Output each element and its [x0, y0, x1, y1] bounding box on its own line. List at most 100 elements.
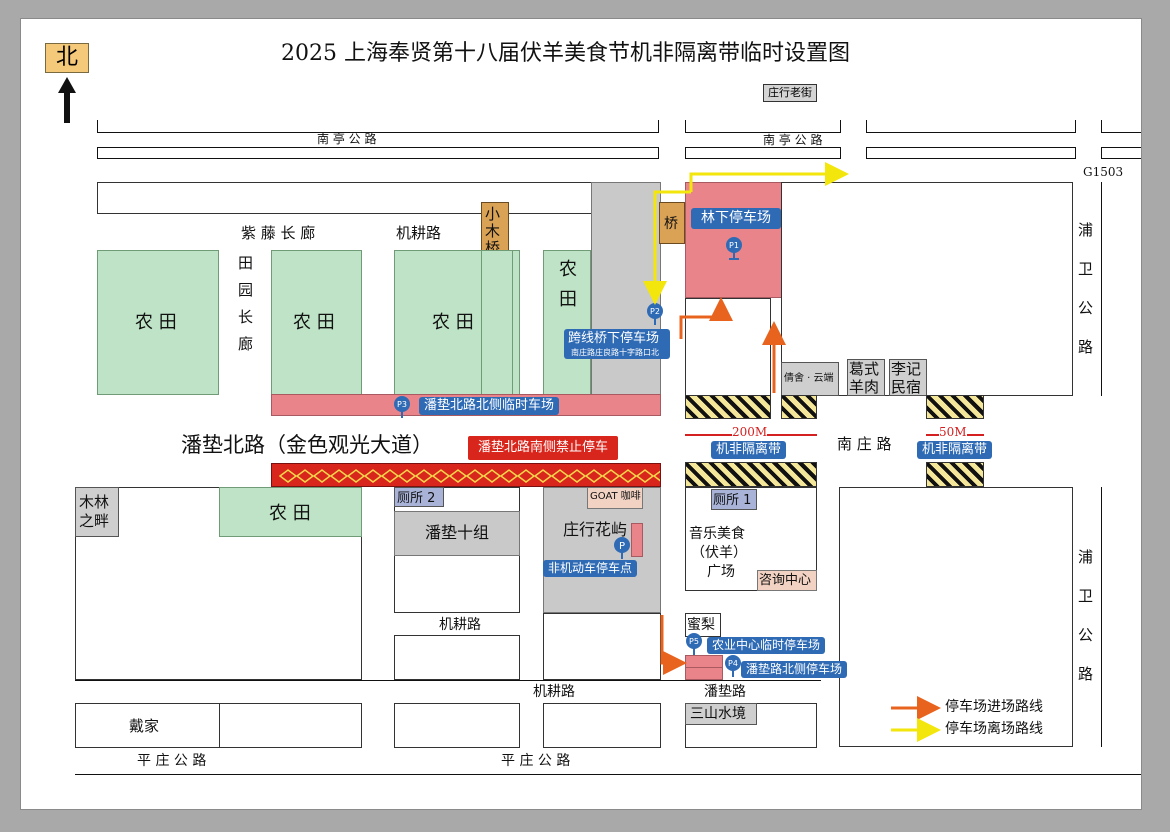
jigeng-road-mid-label: 机耕路: [439, 617, 481, 633]
mulin-label: 木林之畔: [79, 493, 110, 530]
farm-1: [97, 250, 219, 395]
p2-marker-icon: P2: [647, 303, 663, 325]
enter-route-p5: [660, 615, 687, 675]
svg-text:P2: P2: [650, 307, 660, 316]
tianyuan-label: 田园长廊: [236, 255, 254, 363]
puwei-road-line: [1101, 182, 1141, 396]
bottom-mid-block-1: [394, 703, 520, 748]
nanzhuang-road-label: 南 庄 路: [837, 435, 892, 453]
daijia-block: [75, 703, 362, 748]
nonmotor-label: 非机动车停车点: [543, 560, 638, 578]
g1503-label: G1503: [1083, 165, 1124, 179]
xiaomuqiao-label: 小木桥: [483, 206, 501, 257]
farm-5-label: 农 田: [269, 503, 311, 524]
p4-marker-icon: P4: [725, 655, 741, 677]
dim-50m-label: 50M: [939, 425, 967, 439]
farm-5: [219, 487, 362, 537]
no-parking-pattern: [278, 469, 660, 483]
panxian10-fill: [394, 511, 520, 556]
north-arrow-icon: [58, 77, 76, 123]
zhuanghang-huayu-label: 庄行花屿: [563, 520, 628, 539]
toilet1-block: [711, 489, 757, 510]
barrier-south-2: [926, 462, 984, 487]
farm-2-label: 农 田: [293, 312, 335, 333]
map-sheet: 北 2025 上海奉贤第十八届伏羊美食节机非隔离带临时设置图 庄行老街 南 亭 …: [20, 18, 1142, 810]
pingzhuang-road-left-label: 平 庄 公 路: [137, 753, 207, 769]
barrier-left-label: 机非隔离带: [711, 441, 787, 460]
no-parking-zone: [271, 463, 661, 487]
ziteng-label: 紫 藤 长 廊: [241, 224, 316, 242]
toilet2-label: 厕所 2: [397, 491, 436, 506]
miji-block: [685, 613, 721, 637]
nanting-road-east-south: [866, 147, 1076, 159]
p3-label: 潘垫北路北侧临时车场: [419, 397, 560, 416]
guangchang-label: 广场: [707, 564, 735, 580]
legend-exit-label: 停车场离场路线: [945, 721, 1043, 737]
info-center-label: 咨询中心: [759, 573, 812, 588]
svg-text:P5: P5: [689, 637, 699, 646]
route-overlay: [643, 162, 941, 742]
nanting-road-left-north: [97, 120, 659, 133]
goat-cafe-label: GOAT 咖啡: [590, 491, 641, 502]
p5-label: 农业中心临时停车场: [707, 637, 826, 655]
page-title: 2025 上海奉贤第十八届伏羊美食节机非隔离带临时设置图: [281, 41, 850, 66]
barrier-right-label: 机非隔离带: [917, 441, 993, 460]
farm-4-label: 农田: [556, 259, 577, 319]
toilet2-block: [394, 487, 444, 507]
barrier-south-1: [685, 462, 817, 487]
nanting-road-right-south: [685, 147, 841, 159]
pingzhuang-road-right-label: 平 庄 公 路: [501, 753, 571, 769]
puwei-road-south-line: [1101, 487, 1141, 747]
p5-divider: [685, 667, 723, 668]
farm-3: [394, 250, 520, 395]
svg-text:P: P: [619, 541, 625, 552]
barrier-north-1: [685, 395, 771, 419]
nanting-road-far-north: [1101, 120, 1141, 133]
upper-strip-block: [97, 182, 599, 214]
farm-3-label: 农 田: [432, 312, 474, 333]
jigeng-road-top-label: 机耕路: [396, 224, 442, 242]
toilet1-label: 厕所 1: [713, 493, 752, 508]
qiao-label: 桥: [664, 216, 678, 232]
exit-route-p1: [689, 162, 849, 192]
svg-text:P4: P4: [728, 659, 738, 668]
exit-route-p2: [643, 190, 691, 305]
enter-route-p1: [679, 297, 733, 339]
music-food-label: 音乐美食: [689, 526, 745, 542]
sanshan-label: 三山水境: [690, 706, 746, 722]
lower-mid-block-1: [394, 635, 520, 680]
nanting-road-far-south: [1101, 147, 1141, 159]
p1-label: 林下停车场: [691, 208, 781, 230]
panxian10-label: 潘垫十组: [425, 523, 490, 542]
daijia-label: 戴家: [129, 717, 160, 735]
qiao-block: [659, 202, 685, 244]
p2-label-box: [564, 329, 670, 359]
east-south-block: [839, 487, 1073, 747]
nanting-road-east-north: [866, 120, 1076, 133]
goat-cafe-block: [587, 487, 643, 509]
nonmotor-marker-icon: P: [614, 537, 630, 559]
no-parking-tag: 潘垫北路南侧禁止停车: [468, 436, 618, 460]
qingshe-label: 倩舍 · 云端: [784, 373, 834, 384]
puwei-road-label-south: 浦卫公路: [1076, 549, 1094, 705]
no-parking-diamond: [652, 470, 660, 482]
jigeng-road-bottom-label: 机耕路: [533, 684, 575, 700]
lin-xia-east-block: [781, 182, 1073, 396]
info-center-block: [757, 570, 817, 591]
nonmotor-parking-area: [631, 523, 643, 557]
sanshan-block: [685, 703, 757, 725]
p1-marker-icon: P1: [726, 237, 742, 260]
panxian-road-label: 潘垫路: [704, 684, 746, 700]
p2-sublabel: 南庄路庄良路十字路口北: [571, 348, 659, 357]
svg-text:P1: P1: [729, 241, 739, 250]
farm-2: [271, 250, 362, 395]
legend-enter-label: 停车场进场路线: [945, 699, 1043, 715]
geshi-label: 葛式羊肉: [849, 360, 880, 396]
p3-marker-icon: P3: [394, 396, 410, 418]
liji-block: [889, 359, 927, 396]
liji-label: 李记民宿: [891, 360, 922, 396]
daijia-divider: [219, 703, 220, 748]
panxian-road-south-edge: [75, 680, 821, 681]
farm-1-label: 农 田: [135, 312, 177, 333]
north-label: 北: [45, 43, 89, 73]
